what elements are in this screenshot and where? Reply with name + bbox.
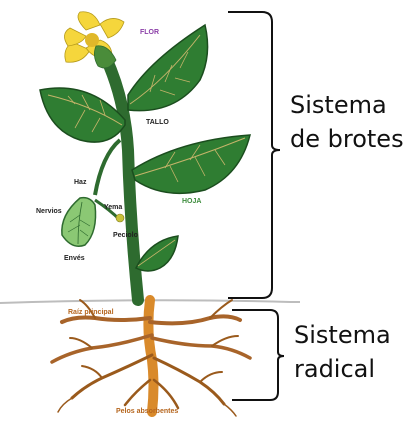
label-haz: Haz bbox=[74, 179, 86, 186]
label-yema: Yema bbox=[104, 204, 122, 211]
label-tallo: TALLO bbox=[146, 119, 169, 126]
leaf-upper-right bbox=[128, 25, 208, 111]
group-brotes-line1: Sistema bbox=[290, 88, 404, 122]
group-radical-line1: Sistema bbox=[294, 318, 391, 352]
leaf-lower-small bbox=[136, 236, 178, 271]
brace-radical bbox=[232, 310, 284, 400]
label-flor: FLOR bbox=[140, 29, 159, 36]
label-enves: Envés bbox=[64, 255, 85, 262]
label-hoja: HOJA bbox=[182, 198, 201, 205]
roots bbox=[52, 300, 250, 416]
group-radical-line2: radical bbox=[294, 352, 391, 386]
group-brotes-label: Sistema de brotes bbox=[290, 88, 404, 156]
label-raiz-principal: Raíz principal bbox=[68, 309, 114, 316]
flower bbox=[64, 12, 124, 68]
leaf-left bbox=[40, 88, 125, 142]
label-pelos-absorbentes: Pelos absorbentes bbox=[116, 408, 178, 415]
group-brotes-line2: de brotes bbox=[290, 122, 404, 156]
label-nervios: Nervios bbox=[36, 208, 62, 215]
group-radical-label: Sistema radical bbox=[294, 318, 391, 386]
leaf-right-middle bbox=[132, 135, 250, 193]
label-peciolo: Peciolo bbox=[113, 232, 138, 239]
